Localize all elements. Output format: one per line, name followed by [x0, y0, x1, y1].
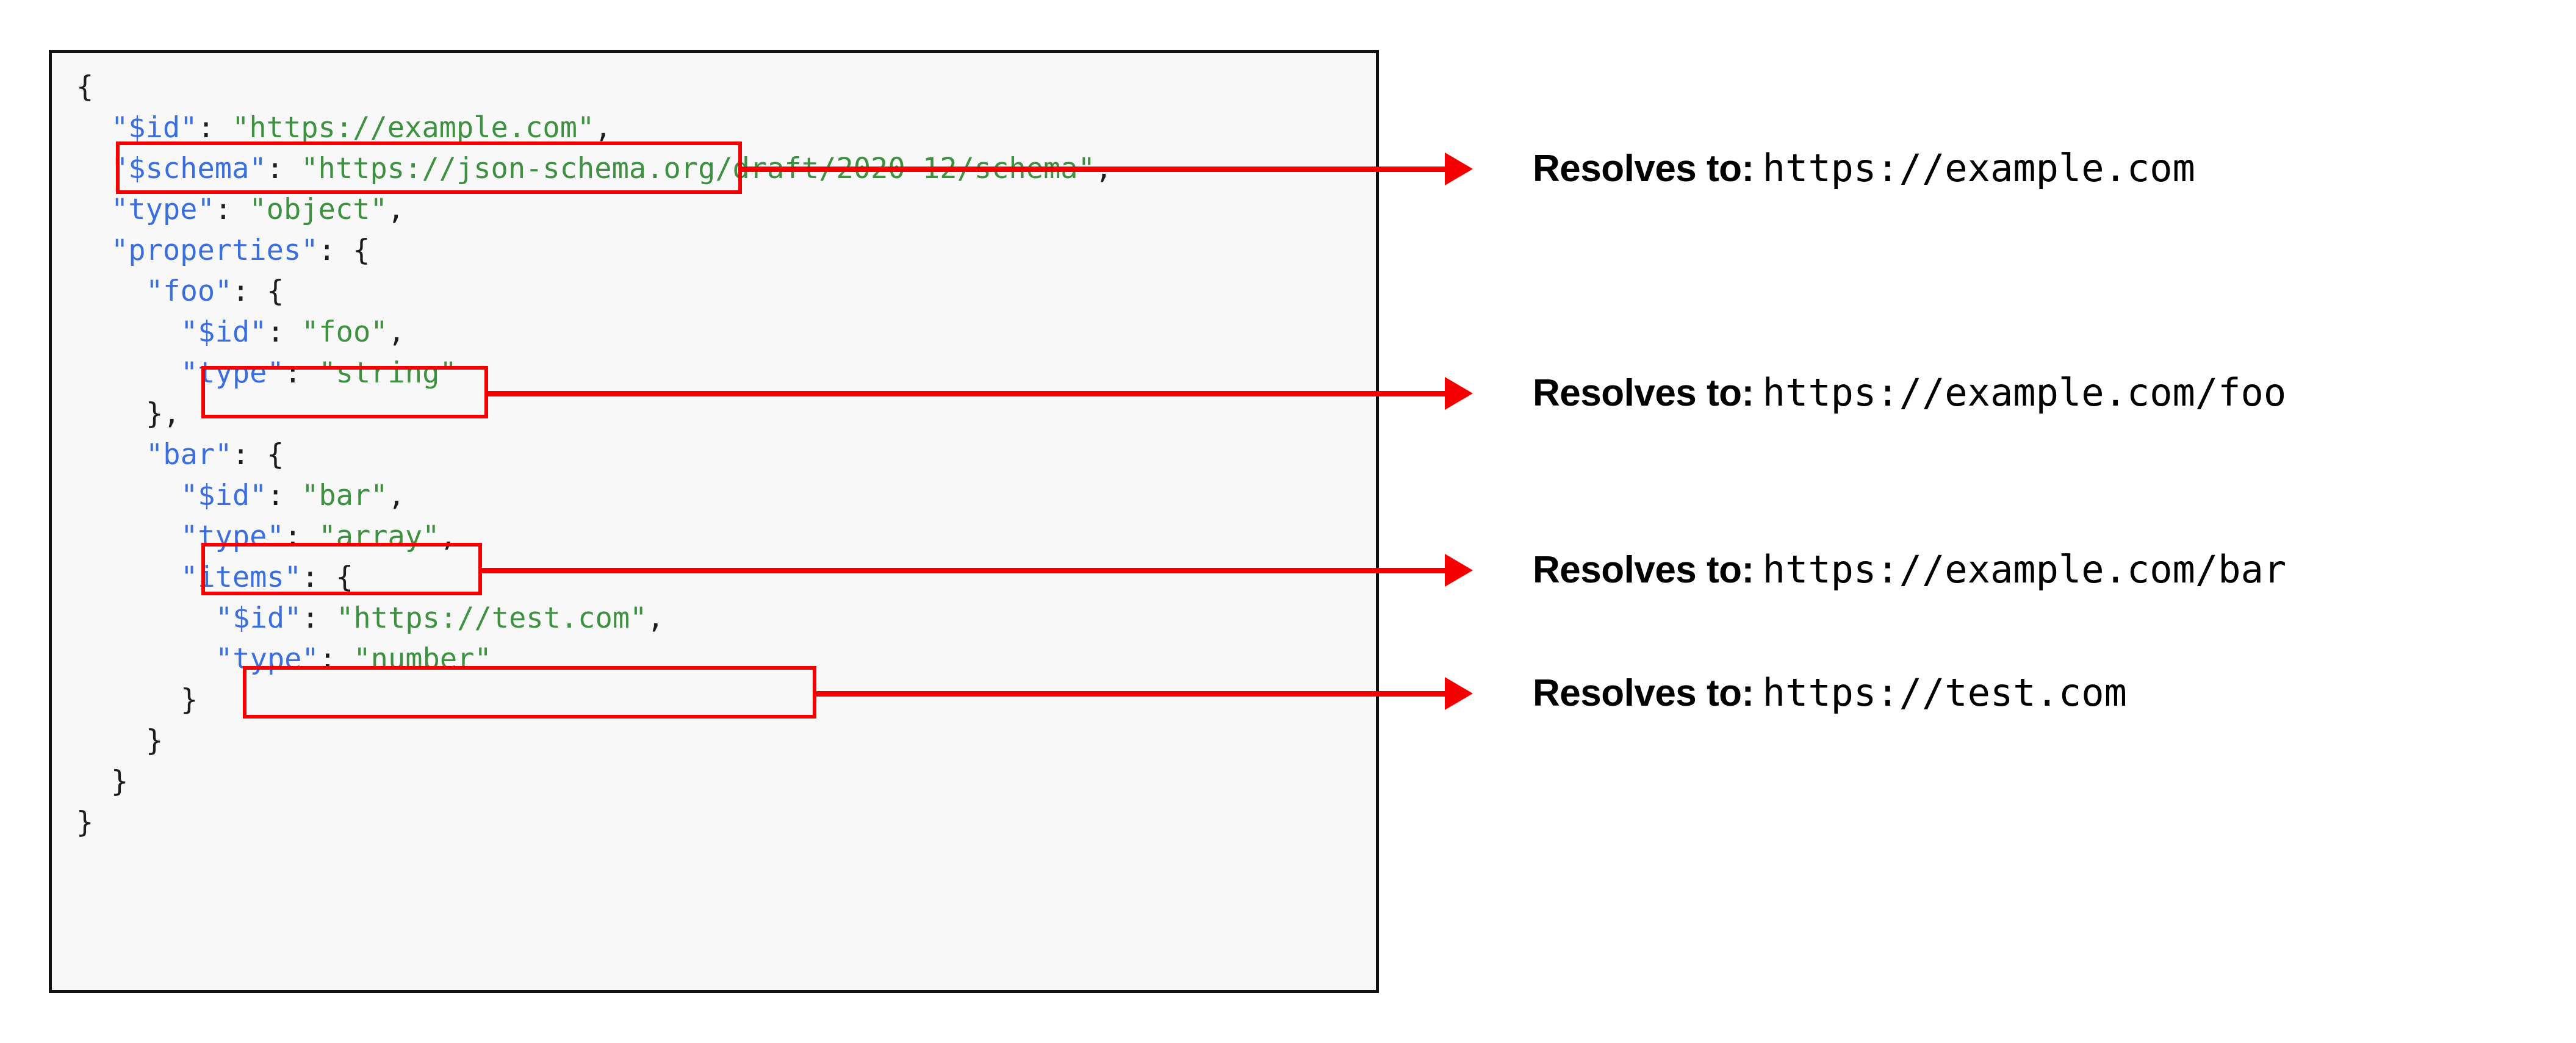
annotation-bar: Resolves to:https://example.com/bar — [1533, 551, 2286, 589]
code-token-punct: }, — [146, 397, 181, 431]
code-line: }, — [146, 393, 181, 434]
arrow-head-icon — [1445, 554, 1473, 587]
annotation-foo: Resolves to:https://example.com/foo — [1533, 374, 2286, 412]
resolves-to-label: Resolves to: — [1533, 549, 1754, 591]
code-token-string: "bar" — [301, 479, 388, 512]
code-token-punct: } — [76, 806, 94, 839]
code-line: } — [76, 802, 93, 843]
code-line: "type": "array", — [181, 516, 457, 557]
code-token-punct: { — [76, 70, 94, 104]
code-token-key: "$id" — [215, 601, 302, 635]
code-token-punct: { — [267, 438, 284, 471]
code-block-panel: {"$id": "https://example.com","$schema":… — [49, 50, 1379, 993]
code-token-colon: : — [318, 642, 354, 676]
code-token-punct: } — [146, 724, 164, 758]
code-line: "$id": "bar", — [181, 475, 405, 516]
resolved-url-value: https://test.com — [1762, 670, 2127, 715]
code-token-key: "type" — [111, 193, 215, 226]
code-token-colon: : — [266, 152, 301, 185]
code-token-string: "object" — [249, 193, 387, 226]
resolves-to-label: Resolves to: — [1533, 148, 1754, 190]
code-token-string: "array" — [318, 520, 440, 553]
code-token-key: "properties" — [111, 234, 318, 267]
code-token-key: "foo" — [146, 274, 232, 308]
code-token-colon: : — [232, 274, 267, 308]
code-line: "$id": "https://example.com", — [111, 107, 612, 148]
code-token-punct: { — [336, 561, 353, 594]
code-token-key: "$schema" — [111, 152, 267, 185]
annotation-items: Resolves to:https://test.com — [1533, 674, 2127, 712]
resolved-url-value: https://example.com/foo — [1762, 370, 2287, 415]
code-token-punct: , — [647, 601, 664, 635]
code-token-colon: : — [197, 111, 232, 145]
code-line: "$id": "foo", — [181, 312, 405, 353]
code-line: "$id": "https://test.com", — [215, 598, 664, 639]
code-token-key: "bar" — [146, 438, 232, 471]
code-token-key: "items" — [181, 561, 302, 594]
arrow-head-icon — [1445, 377, 1473, 410]
resolved-url-value: https://example.com/bar — [1762, 547, 2287, 592]
code-line: "foo": { — [146, 271, 284, 312]
code-token-punct: , — [387, 315, 405, 349]
code-token-punct: , — [387, 193, 405, 226]
code-token-punct: , — [439, 520, 457, 553]
annotation-root: Resolves to:https://example.com — [1533, 149, 2195, 188]
code-line: "type": "object", — [111, 189, 405, 230]
code-token-colon: : — [214, 193, 250, 226]
arrow-head-icon — [1445, 677, 1473, 710]
code-line: { — [76, 66, 93, 107]
code-line: "type": "string" — [181, 353, 457, 393]
arrow-shaft — [742, 167, 1446, 172]
code-token-colon: : — [267, 315, 302, 349]
code-token-key: "$id" — [111, 111, 198, 145]
arrow-shaft — [482, 568, 1446, 573]
code-line: "type": "number" — [215, 639, 492, 679]
code-token-colon: : — [301, 601, 337, 635]
resolves-to-label: Resolves to: — [1533, 672, 1754, 714]
code-token-string: "number" — [353, 642, 492, 676]
code-token-punct: { — [267, 274, 284, 308]
arrow-shaft — [816, 691, 1446, 697]
arrow-head-icon — [1445, 152, 1473, 185]
code-line: } — [146, 720, 163, 761]
code-token-key: "type" — [181, 520, 284, 553]
json-code-listing[interactable]: {"$id": "https://example.com","$schema":… — [52, 53, 1376, 990]
code-line: } — [111, 761, 128, 802]
code-token-key: "type" — [215, 642, 319, 676]
code-line: } — [181, 679, 198, 720]
code-token-punct: } — [111, 765, 129, 798]
code-token-colon: : — [284, 356, 319, 390]
code-token-colon: : — [318, 234, 353, 267]
code-line: "bar": { — [146, 434, 284, 475]
code-token-key: "$id" — [181, 315, 267, 349]
code-token-punct: , — [594, 111, 612, 145]
code-token-colon: : — [284, 520, 319, 553]
resolved-url-value: https://example.com — [1762, 146, 2195, 190]
code-token-key: "$id" — [181, 479, 267, 512]
code-token-colon: : — [301, 561, 336, 594]
code-token-string: "https://test.com" — [336, 601, 647, 635]
code-line: "items": { — [181, 557, 353, 598]
code-line: "properties": { — [111, 230, 370, 271]
code-token-punct: , — [387, 479, 405, 512]
code-token-string: "foo" — [301, 315, 388, 349]
code-token-key: "type" — [181, 356, 284, 390]
code-token-colon: : — [232, 438, 267, 471]
arrow-shaft — [488, 391, 1446, 396]
code-token-punct: { — [353, 234, 370, 267]
code-token-string: "string" — [318, 356, 457, 390]
code-token-string: "https://example.com" — [232, 111, 595, 145]
resolves-to-label: Resolves to: — [1533, 372, 1754, 414]
code-token-punct: } — [181, 683, 198, 717]
code-token-colon: : — [267, 479, 302, 512]
